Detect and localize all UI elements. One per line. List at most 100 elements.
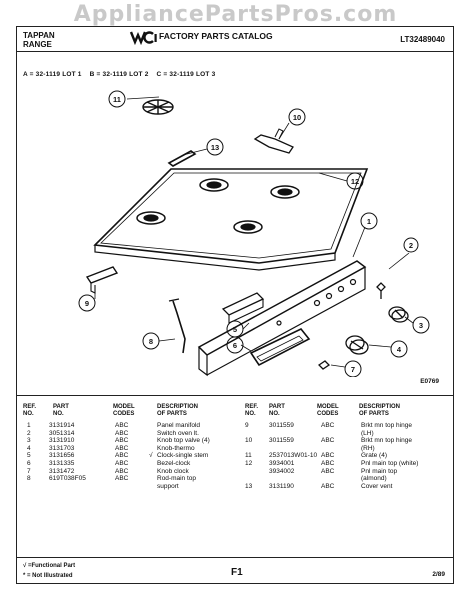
callout-8: 8 <box>149 337 153 346</box>
header-rule <box>17 51 453 52</box>
table-top-rule <box>17 395 453 396</box>
rod-main-top-support <box>172 300 186 354</box>
revision-date: 2/89 <box>432 571 445 578</box>
left-row-part: 3131910 <box>49 437 75 445</box>
left-row-desc: Clock-single stem <box>157 452 209 460</box>
callout-6: 6 <box>233 341 237 350</box>
clock <box>221 292 265 316</box>
brand-line-2: RANGE <box>23 40 52 49</box>
right-row-desc: (almond) <box>361 475 387 483</box>
catalog-title: FACTORY PARTS CATALOG <box>159 31 273 41</box>
figure-number: E0769 <box>420 378 439 385</box>
right-row-part: 3011559 <box>269 437 294 445</box>
left-row-ref: 3 <box>27 437 31 445</box>
callout-13: 13 <box>211 143 219 152</box>
left-row-part: 3051314 <box>49 429 75 437</box>
callout-7: 7 <box>351 365 355 374</box>
cover-vent <box>253 134 294 154</box>
right-row-desc: Brkt mn top hinge <box>361 422 412 429</box>
oven-light-switch <box>376 282 386 299</box>
right-row-part: 3934002 <box>269 467 295 475</box>
left-row-ref: 2 <box>27 429 31 437</box>
left-row-ref: 8 <box>27 475 31 483</box>
right-header-ref: REF.NO. <box>245 404 259 417</box>
left-row-codes: ABC <box>115 422 129 429</box>
left-row-desc: Switch oven lt. <box>157 429 199 437</box>
callout-3: 3 <box>419 321 423 330</box>
left-row-part: 3131914 <box>49 422 75 429</box>
brand-line-1: TAPPAN <box>23 31 55 40</box>
hinge-bracket <box>85 266 119 284</box>
right-row-desc: Brkt mn top hinge <box>361 437 412 445</box>
parts-catalog-page: TAPPAN RANGE FACTORY PARTS CATALOG LT324… <box>16 26 454 584</box>
left-row-desc: support <box>157 482 179 490</box>
left-row-codes: ABC <box>115 444 129 452</box>
left-row-ref: 1 <box>27 422 31 429</box>
left-row-ref: 6 <box>27 460 31 467</box>
lot-legend: A = 32-1119 LOT 1 B = 32-1119 LOT 2 C = … <box>23 71 221 78</box>
wci-logo-icon <box>129 31 157 45</box>
catalog-number: LT32489040 <box>400 35 445 44</box>
right-row-codes: ABC <box>321 482 335 490</box>
right-row-desc: Pnl main top <box>361 467 398 475</box>
grate <box>142 99 174 115</box>
right-row-ref: 10 <box>245 437 253 445</box>
left-row-codes: ABC <box>115 467 129 475</box>
callout-1: 1 <box>367 217 371 226</box>
main-top-panel <box>93 168 369 264</box>
callout-12: 12 <box>351 177 359 186</box>
callout-10: 10 <box>293 113 301 122</box>
left-row-codes: ABC <box>115 437 129 445</box>
right-row-desc: Grate (4) <box>361 452 388 460</box>
burner-rear-left <box>199 178 229 192</box>
right-row-codes: ABC <box>321 422 335 429</box>
left-row-ref: 5 <box>27 452 31 460</box>
left-row-desc: Knob clock <box>157 467 189 475</box>
watermark: AppliancePartsPros.com <box>73 2 398 27</box>
burner-front-right <box>233 220 263 234</box>
left-row-desc: Panel manifold <box>157 422 200 429</box>
right-row-ref: 9 <box>245 422 249 429</box>
right-row-ref: 13 <box>245 482 253 490</box>
left-header-ref: REF.NO. <box>23 404 37 417</box>
right-row-ref: 11 <box>245 452 252 460</box>
footnote-functional: √ =Functional Part <box>23 563 76 569</box>
callout-2: 2 <box>409 241 413 250</box>
right-row-ref: 12 <box>245 460 253 467</box>
burner-front-left <box>136 211 166 225</box>
right-row-part: 3131190 <box>269 482 294 490</box>
left-row-part: 3131335 <box>49 460 75 467</box>
right-row-part: 2537013W01-10 <box>269 452 318 460</box>
right-row-desc: (RH) <box>361 444 375 452</box>
left-row-part: 3131656 <box>49 452 75 460</box>
right-row-codes: ABC <box>321 452 335 460</box>
burner-rear-right <box>270 185 300 199</box>
callout-11: 11 <box>113 95 121 104</box>
right-row-codes: ABC <box>321 460 335 467</box>
left-row-desc: Knob-thermo <box>157 444 195 452</box>
left-row-ref: 7 <box>27 467 31 475</box>
clock-bezel <box>249 328 311 367</box>
left-row-part: 3131472 <box>49 467 75 475</box>
right-row-desc: Cover vent <box>361 482 393 490</box>
footnote-rule <box>17 557 453 558</box>
left-row-codes: ABC <box>115 460 129 467</box>
left-row-codes: ABC <box>115 452 129 460</box>
right-row-part: 3934001 <box>269 460 295 467</box>
exploded-parts-diagram: 11 10 13 12 1 2 3 4 5 6 7 8 9 <box>78 90 430 377</box>
lot-a: A = 32-1119 LOT 1 <box>23 71 82 78</box>
left-row-mark: √ <box>149 452 153 460</box>
lot-c: C = 32-1119 LOT 3 <box>156 71 216 78</box>
left-row-codes: ABC <box>115 475 129 483</box>
brand: TAPPAN RANGE <box>23 31 55 49</box>
callout-9: 9 <box>85 299 89 308</box>
left-row-desc: Bezel-clock <box>157 460 191 467</box>
clock-knob <box>317 360 331 370</box>
right-row-desc: Pnl main top (white) <box>361 460 419 467</box>
left-row-ref: 4 <box>27 444 31 452</box>
thermo-knob <box>345 335 369 355</box>
right-row-codes: ABC <box>321 467 335 475</box>
